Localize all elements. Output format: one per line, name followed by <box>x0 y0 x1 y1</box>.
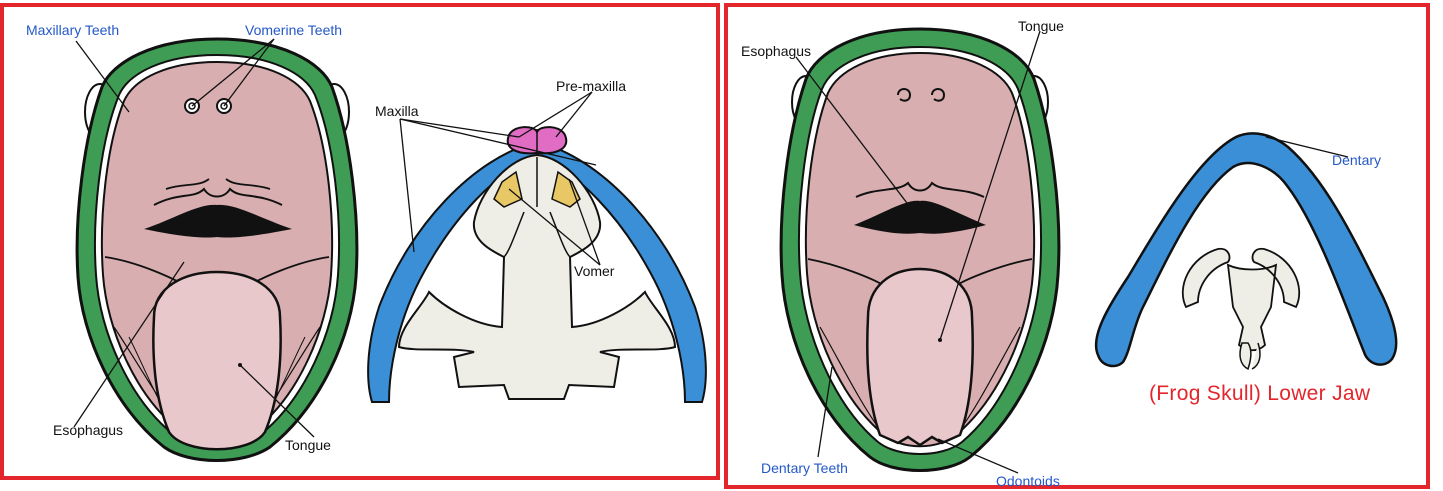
label-dentary: Dentary <box>1332 152 1381 168</box>
label-maxillary-teeth: Maxillary Teeth <box>26 22 119 38</box>
label-dentary-teeth: Dentary Teeth <box>761 460 848 476</box>
label-vomerine-teeth: Vomerine Teeth <box>245 22 342 38</box>
tongue <box>153 272 280 449</box>
hyoid-bone <box>1183 249 1299 351</box>
caption-lower-jaw: (Frog Skull) Lower Jaw <box>1149 386 1370 402</box>
upper-jaw-panel: Maxillary Teeth Vomerine Teeth Maxilla P… <box>0 3 720 480</box>
tongue-lower <box>867 269 972 445</box>
label-tongue-upper: Tongue <box>285 437 331 453</box>
label-esophagus-lower: Esophagus <box>741 43 811 59</box>
label-maxilla: Maxilla <box>375 103 419 119</box>
label-odontoids: Odontoids <box>996 473 1060 489</box>
label-tongue-lower: Tongue <box>1018 18 1064 34</box>
label-esophagus-upper: Esophagus <box>53 422 123 438</box>
label-vomer: Vomer <box>574 263 614 279</box>
lower-jaw-panel: Esophagus Tongue Dentary Dentary Teeth O… <box>724 3 1430 489</box>
lower-jaw-illustration <box>728 7 1426 485</box>
label-pre-maxilla: Pre-maxilla <box>556 78 626 94</box>
